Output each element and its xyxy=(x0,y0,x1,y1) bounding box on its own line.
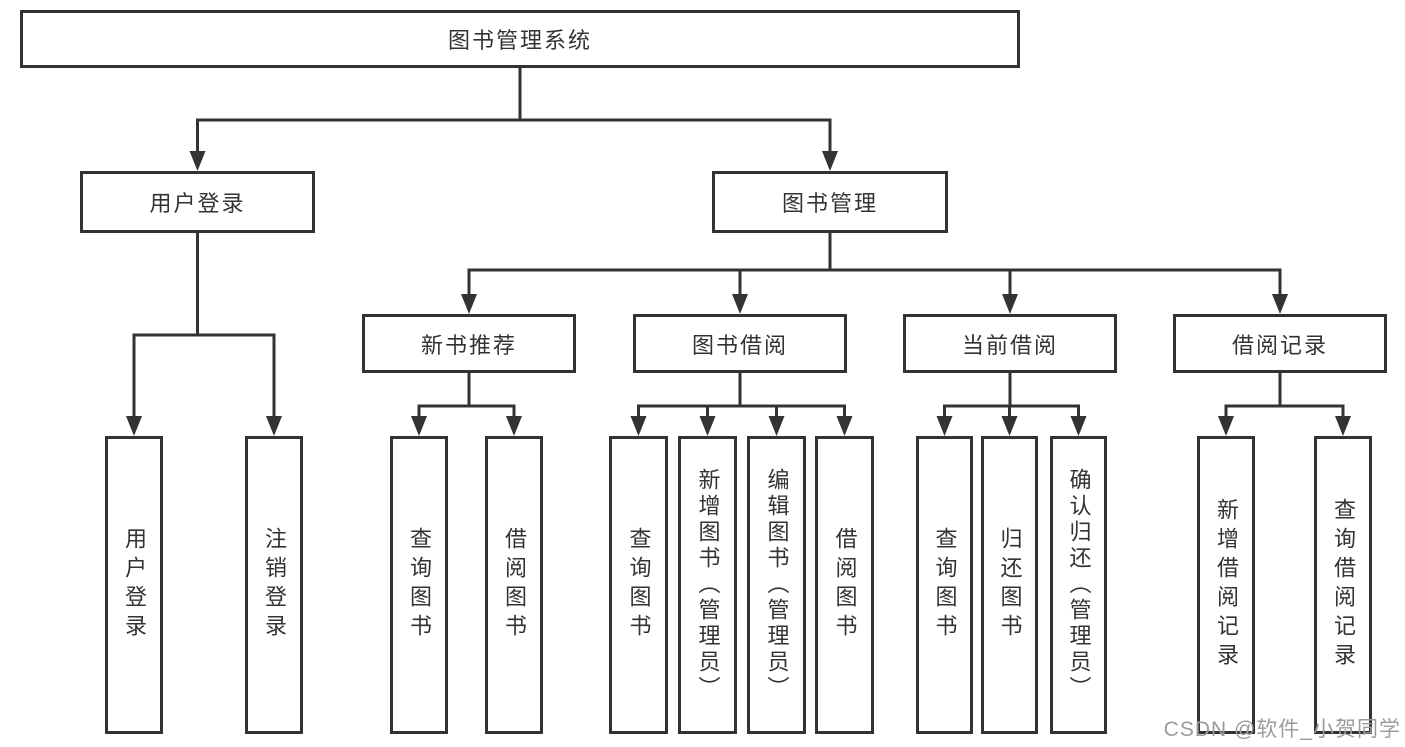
csdn-watermark: CSDN @软件_小贺同学 xyxy=(1163,718,1401,741)
leaf-label: 查询图书 xyxy=(626,527,652,643)
node-borrow-records: 借阅记录 xyxy=(1173,314,1387,373)
node-label: 借阅记录 xyxy=(1231,332,1328,358)
arrowhead xyxy=(411,416,427,436)
arrowhead xyxy=(126,416,142,436)
leaf-label: 归还图书 xyxy=(997,527,1023,643)
arrowhead xyxy=(189,151,206,171)
arrowhead xyxy=(1002,294,1018,314)
arrowhead xyxy=(1070,416,1087,436)
leaf-label: 新增图书（管理员） xyxy=(695,468,721,702)
arrowhead xyxy=(630,416,647,436)
arrowhead xyxy=(822,151,838,171)
leaf-label: 查询图书 xyxy=(407,527,432,643)
arrowhead xyxy=(506,416,522,436)
node-current-borrow: 当前借阅 xyxy=(903,314,1117,373)
leaf-label: 编辑图书（管理员） xyxy=(764,468,790,702)
leaf-label: 借阅图书 xyxy=(502,527,527,643)
leaf-return-books: 归还图书 xyxy=(981,436,1038,734)
leaf-edit-books-admin: 编辑图书（管理员） xyxy=(747,436,806,734)
leaf-add-books-admin: 新增图书（管理员） xyxy=(678,436,737,734)
arrowhead xyxy=(1001,416,1018,436)
leaf-borrow-books: 借阅图书 xyxy=(485,436,543,734)
leaf-add-borrow-record: 新增借阅记录 xyxy=(1197,436,1255,734)
arrowhead xyxy=(1335,416,1351,436)
leaf-query-borrow-record: 查询借阅记录 xyxy=(1314,436,1372,734)
node-label: 图书借阅 xyxy=(691,332,788,358)
node-new-book-recommend: 新书推荐 xyxy=(362,314,576,373)
node-label: 图书管理系统 xyxy=(447,28,592,53)
leaf-logout: 注销登录 xyxy=(245,436,303,734)
node-user-login: 用户登录 xyxy=(80,171,315,233)
leaf-label: 确认归还（管理员） xyxy=(1066,468,1092,702)
arrowhead xyxy=(768,416,785,436)
leaf-label: 借阅图书 xyxy=(832,527,858,643)
arrowhead xyxy=(461,294,477,314)
node-book-management: 图书管理 xyxy=(712,171,948,233)
leaf-query-books: 查询图书 xyxy=(916,436,973,734)
arrowhead xyxy=(732,294,748,314)
node-label: 当前借阅 xyxy=(961,332,1058,358)
leaf-label: 用户登录 xyxy=(122,527,147,643)
node-label: 图书管理 xyxy=(781,191,878,216)
leaf-query-books: 查询图书 xyxy=(390,436,448,734)
leaf-label: 新增借阅记录 xyxy=(1214,498,1239,672)
arrowhead xyxy=(699,416,716,436)
leaf-query-books: 查询图书 xyxy=(609,436,668,734)
arrowhead xyxy=(1218,416,1234,436)
leaf-confirm-return-admin: 确认归还（管理员） xyxy=(1050,436,1107,734)
node-root-library-system: 图书管理系统 xyxy=(20,10,1020,68)
leaf-label: 查询图书 xyxy=(932,527,958,643)
arrowhead xyxy=(936,416,953,436)
arrowhead xyxy=(266,416,282,436)
leaf-label: 注销登录 xyxy=(262,527,287,643)
leaf-borrow-books: 借阅图书 xyxy=(815,436,874,734)
arrowhead xyxy=(836,416,853,436)
node-book-borrow: 图书借阅 xyxy=(633,314,847,373)
leaf-user-login: 用户登录 xyxy=(105,436,163,734)
node-label: 新书推荐 xyxy=(420,332,517,358)
node-label: 用户登录 xyxy=(149,191,246,216)
arrowhead xyxy=(1272,294,1288,314)
leaf-label: 查询借阅记录 xyxy=(1331,498,1356,672)
